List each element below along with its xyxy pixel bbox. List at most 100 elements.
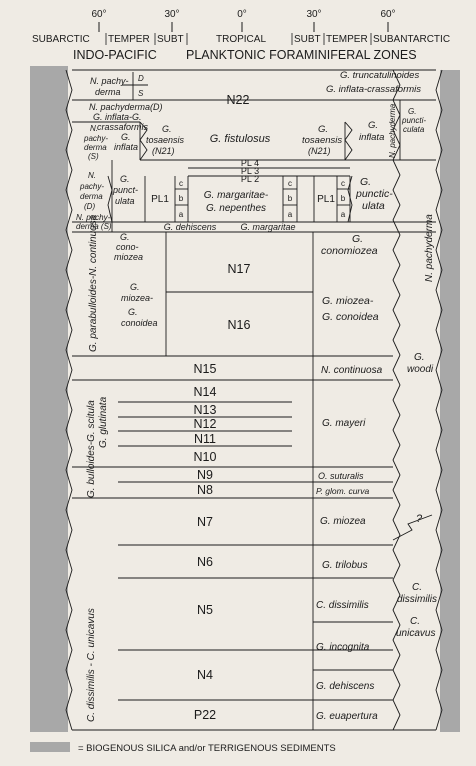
lv-dissimilis: C. dissimilis - C. unicavus	[86, 608, 97, 722]
rs-dissimilis: C. dissimilis	[316, 600, 369, 611]
zone-n12: N12	[194, 417, 217, 431]
tropical-species: G. fistulosus G. margaritae- G. nepenthe…	[164, 133, 296, 232]
species-dehiscens-band: G. dehiscens	[164, 222, 217, 232]
rs-tosaensis-2: tosaensis	[302, 135, 342, 146]
far-right-labels: N. pachyderma G. woodi ? C. dissimilis C…	[396, 214, 437, 639]
zone-pl1-left: PL1	[151, 194, 169, 205]
rs-inflata-cras: G. inflata-crassaformis	[326, 84, 421, 95]
subzone-c-2: c	[288, 179, 292, 188]
zone-pl3: PL 3	[241, 166, 259, 176]
legend: = BIOGENOUS SILICA and/or TERRIGENOUS SE…	[30, 742, 336, 754]
ls-tosaensis-3: (N21)	[152, 146, 175, 156]
rs-dehiscens: G. dehiscens	[316, 681, 374, 692]
fr-dissimilis-1: C.	[412, 582, 422, 593]
fr-question: ?	[416, 513, 423, 525]
ls-cono-3: miozea	[114, 252, 143, 262]
ls-punct-2: punct-	[112, 185, 138, 195]
zone-n11: N11	[194, 432, 216, 446]
zone-subt-right: SUBT	[294, 34, 321, 45]
rs-puncti-small-2: puncti-	[401, 116, 426, 125]
wavy-divider-right	[392, 69, 401, 731]
rs-tosaensis-1: G.	[318, 124, 328, 135]
ls-s: S	[138, 89, 144, 98]
deg-60-left: 60°	[91, 9, 106, 20]
ls-inflata-cras-2: crassaformis	[97, 122, 149, 132]
fr-unicavus-1: C.	[410, 616, 420, 627]
subzone-c-1: c	[179, 179, 183, 188]
zone-subt-left: SUBT	[157, 34, 184, 45]
zone-temper-left: TEMPER	[108, 34, 150, 45]
rs-trilobus: G. trilobus	[322, 560, 368, 571]
zone-n5: N5	[197, 603, 213, 617]
rs-continuosa: N. continuosa	[321, 365, 383, 376]
zone-n13: N13	[194, 403, 217, 417]
ls-pach-d-2: pachy-	[79, 182, 104, 191]
zone-n16: N16	[228, 318, 251, 332]
rs-conomiozea-1: G.	[352, 233, 363, 245]
rs-euapertura: G. euapertura	[316, 711, 378, 722]
ls-pach-s-3: derma	[84, 143, 107, 152]
rs-suturalis: O. suturalis	[318, 471, 364, 481]
ls-pach-d-1: N.	[88, 171, 96, 180]
wavy-pl1-right	[347, 175, 353, 223]
zone-tropical: TROPICAL	[216, 34, 266, 45]
legend-swatch	[30, 742, 70, 752]
ls-punct-3: ulata	[115, 196, 135, 206]
ls-pach-d-4: (D)	[84, 202, 95, 211]
wavy-pl1-left	[107, 175, 113, 223]
rs-puncti-small-3: culata	[403, 125, 425, 134]
zone-n6: N6	[197, 555, 213, 569]
header: 60° 30° 0° 30° 60° SUBARCTIC TEMPER SUBT…	[32, 9, 450, 62]
subzones: c b a c b a c b a	[179, 179, 346, 219]
legend-text: = BIOGENOUS SILICA and/or TERRIGENOUS SE…	[78, 743, 336, 754]
ls-miozea-4: conoidea	[121, 318, 158, 328]
zone-pl4: PL 4	[241, 158, 259, 168]
main-title: PLANKTONIC FORAMINIFERAL ZONES	[186, 48, 417, 62]
rs-truncatulinoides: G. truncatulinoides	[340, 70, 419, 81]
ls-inflata-1: G.	[121, 132, 131, 142]
ls-inflata-2: inflata	[114, 142, 138, 152]
zone-n8: N8	[197, 483, 213, 497]
rs-glom-curva: P. glom. curva	[316, 486, 370, 496]
silica-band-left	[30, 66, 68, 732]
zone-n4: N4	[197, 668, 213, 682]
subzone-b-3: b	[341, 194, 346, 203]
rs-inflata-2: inflata	[359, 132, 384, 143]
zone-n15: N15	[194, 362, 217, 376]
ls-pach-s-bottom: N. pachy-derma (S)	[76, 213, 112, 231]
left-vertical-labels: G. parabulloides-N. continuosa G. bulloi…	[86, 214, 109, 722]
ls-tosaensis-1: G.	[162, 124, 172, 134]
zone-subantarctic: SUBANTARCTIC	[373, 34, 450, 45]
zone-n14: N14	[194, 385, 217, 399]
rs-puncticulata-3: ulata	[362, 200, 385, 212]
ls-pach-s-4: (S)	[88, 152, 99, 161]
ls-cono-1: G.	[120, 232, 130, 242]
fr-woodi-1: G.	[414, 352, 425, 363]
ls-miozea-1: G.	[130, 282, 140, 292]
ls-tosaensis-2: tosaensis	[146, 135, 185, 145]
rs-miozea-2: G. conoidea	[322, 311, 379, 323]
ls-d: D	[138, 74, 144, 83]
ls-miozea-2: miozea-	[121, 293, 153, 303]
ls-miozea-3: G.	[128, 307, 138, 317]
lv-parabulloides: G. parabulloides-N. continuosa	[88, 214, 99, 352]
subzone-c-3: c	[341, 179, 345, 188]
ls-cono-2: cono-	[116, 242, 139, 252]
rs-puncti-small-1: G.	[408, 107, 416, 116]
ls-pach-s-2: pachy-	[83, 134, 108, 143]
grid-lines	[65, 69, 443, 731]
rs-incognita: G. incognita	[316, 642, 370, 653]
subzone-a-2: a	[288, 210, 293, 219]
zone-n22: N22	[227, 93, 250, 107]
indo-pacific-title: INDO-PACIFIC	[73, 48, 157, 62]
deg-30-right: 30°	[306, 9, 321, 20]
fr-unicavus-2: unicavus	[396, 628, 435, 639]
rs-conomiozea-2: conomiozea	[321, 245, 378, 257]
rs-mayeri: G. mayeri	[322, 418, 366, 429]
wavy-n22-right-bottom	[344, 121, 353, 161]
central-zones: N22 N17 N16 N15 N14 N13 N12 N11 N10 N9 N…	[194, 93, 251, 722]
fr-woodi-2: woodi	[407, 364, 434, 375]
ls-pach-d-3: derma	[80, 192, 103, 201]
rs-puncticulata-2: punctic-	[355, 188, 393, 200]
